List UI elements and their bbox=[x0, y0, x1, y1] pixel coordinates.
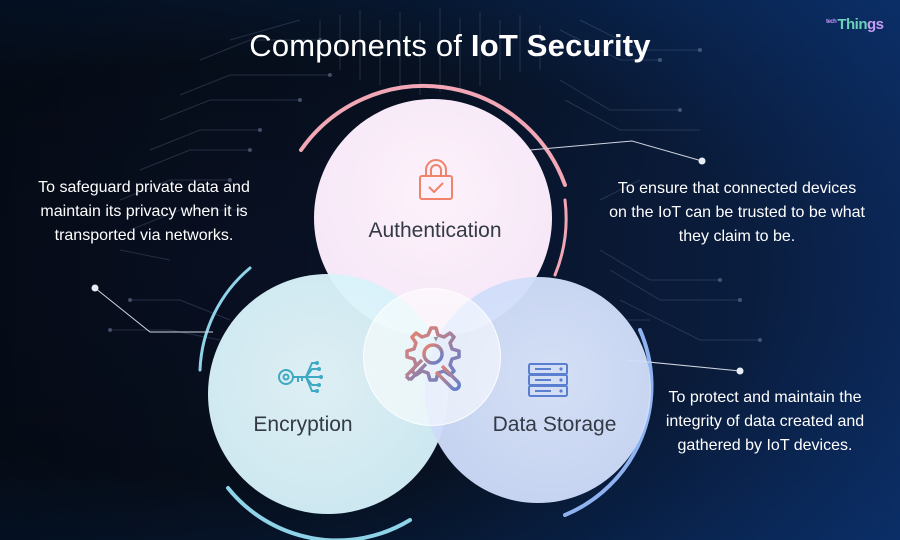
padlock-icon bbox=[419, 159, 453, 200]
connector-dot-data-storage bbox=[736, 367, 744, 375]
encryption-description: To safeguard private data and maintain i… bbox=[38, 179, 250, 244]
data-storage-description: To protect and maintain the integrity of… bbox=[665, 389, 865, 454]
outer-arcs bbox=[198, 84, 654, 540]
authentication-arc bbox=[299, 84, 567, 187]
connector-dot-encryption bbox=[91, 284, 99, 292]
encryption-label: Encryption bbox=[253, 413, 353, 436]
data-storage-arc bbox=[563, 328, 654, 517]
encryption-arc-bottom bbox=[226, 486, 412, 540]
center-circle bbox=[363, 288, 501, 426]
connector-dot-authentication bbox=[698, 157, 706, 165]
brand-logo: techThings bbox=[826, 16, 884, 33]
data-storage-label: Data Storage bbox=[492, 413, 617, 436]
server-icon bbox=[528, 363, 568, 397]
encryption-arc bbox=[198, 266, 252, 372]
authentication-arc-side bbox=[553, 198, 568, 277]
title-bold: IoT Security bbox=[470, 28, 651, 63]
connector-encryption bbox=[94, 287, 213, 333]
key-circuit-icon bbox=[278, 361, 323, 393]
connector-authentication bbox=[529, 140, 703, 162]
page-title: Components of IoT Security bbox=[0, 28, 900, 64]
authentication-label: Authentication bbox=[368, 219, 502, 242]
authentication-description: To ensure that connected devices on the … bbox=[609, 180, 865, 245]
title-regular: Components of bbox=[249, 28, 471, 63]
gear-wrench-icon bbox=[404, 326, 461, 391]
